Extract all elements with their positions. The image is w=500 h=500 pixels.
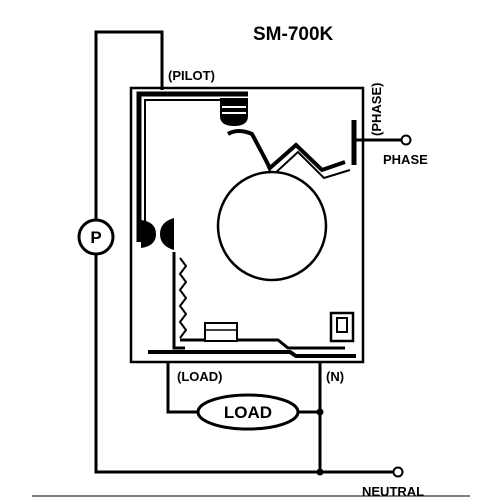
upper-contact	[220, 98, 248, 126]
pilot-lamp-circle	[77, 218, 115, 256]
bimetal-contact	[226, 129, 346, 173]
pilot-lamp: P	[77, 218, 115, 256]
pilot-wire	[94, 30, 323, 474]
load-wire-left	[166, 362, 198, 414]
load: LOAD	[196, 393, 300, 431]
pilot-label: (PILOT)	[168, 68, 215, 83]
phase-terminal	[400, 134, 412, 146]
load-label: LOAD	[224, 403, 272, 422]
neutral-terminal-block	[329, 311, 355, 343]
pilot-contact-left	[141, 220, 156, 248]
neutral-junction-upper	[316, 408, 324, 416]
load-ellipse	[196, 393, 300, 431]
bottom-rail	[148, 350, 356, 358]
pilot-conductor	[136, 91, 248, 242]
neutral-terminal	[392, 466, 404, 478]
bimetal-contact-inner	[255, 139, 351, 180]
neutral-label: NEUTRAL	[362, 484, 424, 499]
phase-vertical-label: (PHASE)	[369, 83, 384, 136]
neutral-terminal-label: (N)	[326, 369, 344, 384]
device-housing	[129, 86, 365, 364]
phase-label: PHASE	[383, 152, 428, 167]
timer-dial	[216, 170, 328, 282]
load-terminal-label: (LOAD)	[177, 369, 223, 384]
diagram-title: SM-700K	[253, 24, 334, 45]
pilot-lamp-label: P	[90, 228, 101, 247]
pilot-contact-right	[160, 218, 174, 250]
load-terminal-block	[204, 322, 238, 342]
